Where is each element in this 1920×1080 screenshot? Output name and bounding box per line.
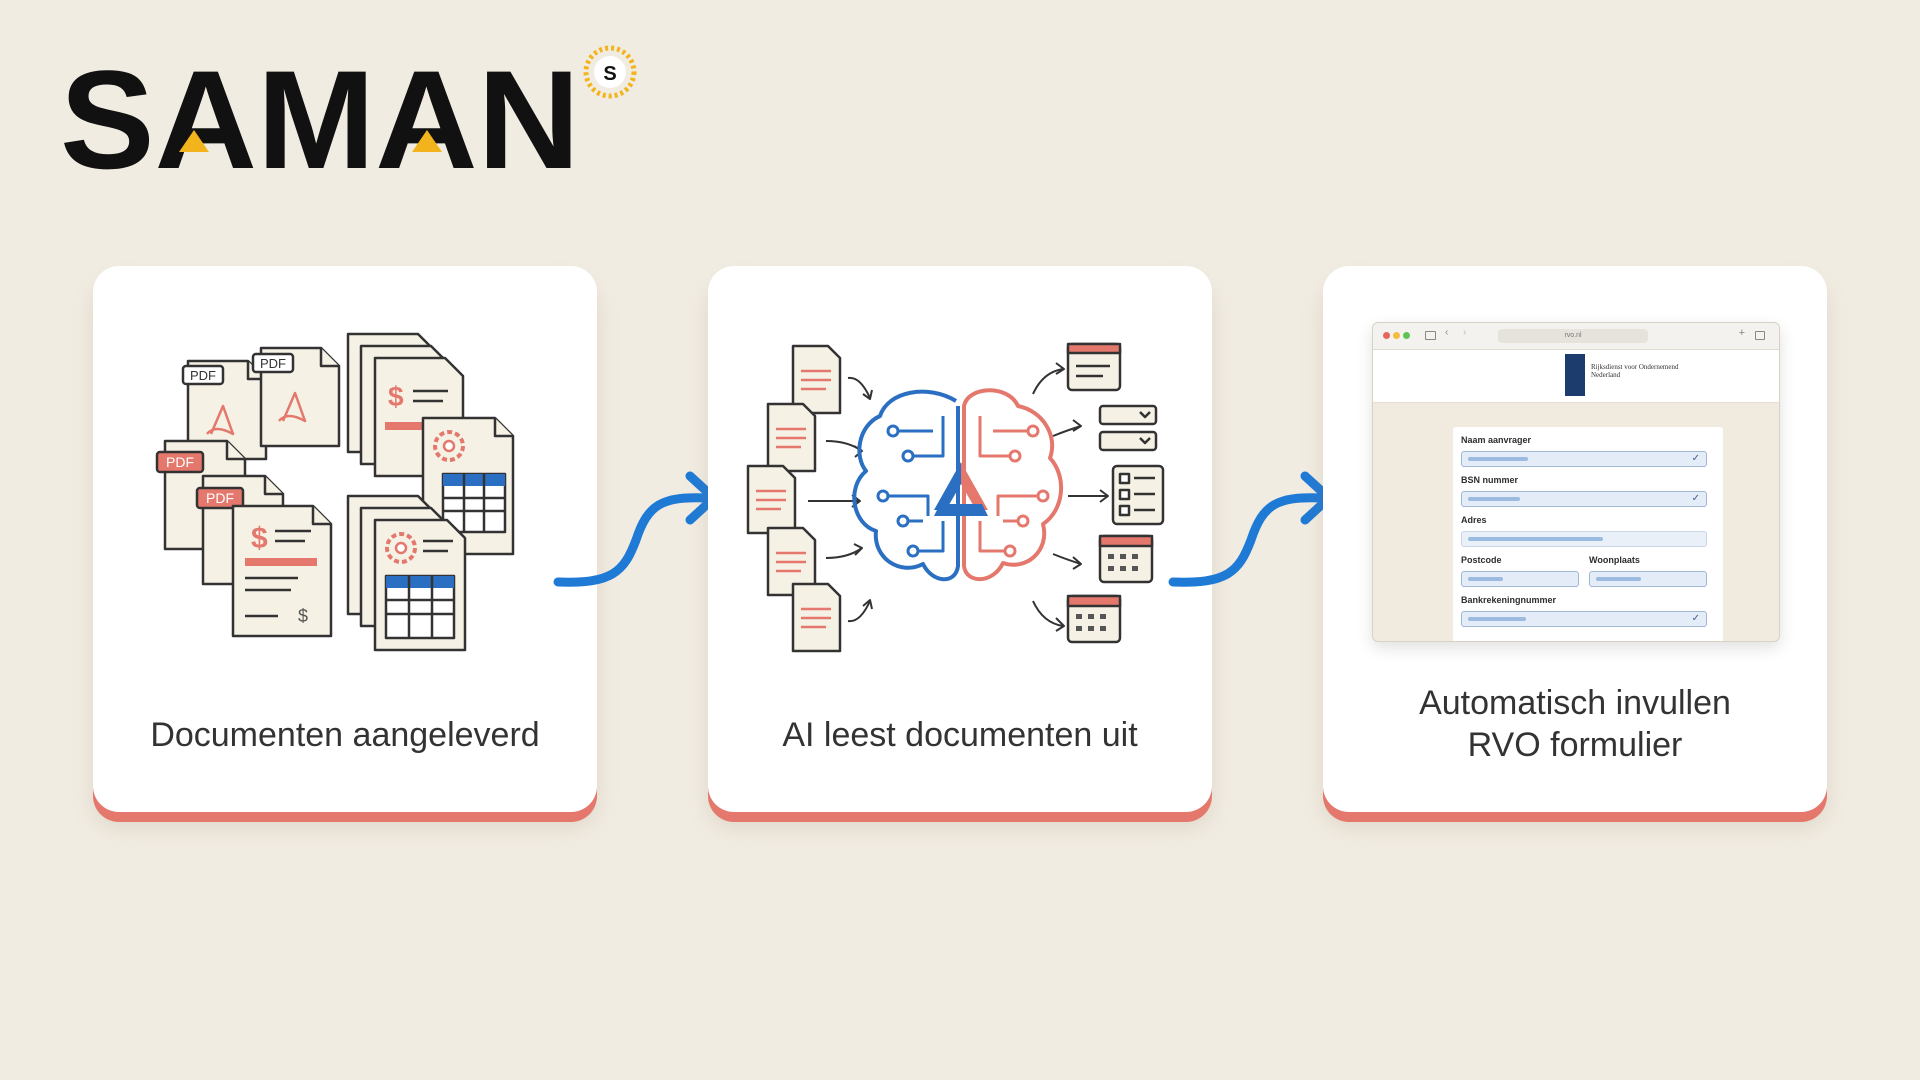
invoice-document-icon: $ $ — [231, 504, 333, 638]
ai-triangle-icon — [934, 462, 988, 516]
step-caption-line: AI leest documenten uit — [782, 716, 1138, 754]
field-label: Postcode — [1461, 555, 1502, 565]
minimize-dot-icon — [1393, 332, 1400, 339]
card-output-icon — [1066, 342, 1122, 392]
currency-symbol: $ — [251, 522, 268, 555]
step-card-ai-reading: AI leest documenten uit — [708, 266, 1212, 812]
step-caption-line: Documenten aangeleverd — [150, 716, 540, 754]
pdf-tag — [155, 450, 205, 474]
step-caption-line: Automatisch invullen — [1419, 684, 1731, 722]
field-label: BSN nummer — [1461, 475, 1519, 485]
field-filled-value — [1468, 497, 1520, 501]
field-filled-value — [1468, 577, 1503, 581]
dropdown-output-icon — [1098, 404, 1158, 452]
field-filled-value — [1468, 457, 1528, 461]
calendar-output-icon — [1066, 594, 1122, 644]
currency-symbol: $ — [388, 381, 404, 412]
step-card-rvo-form: ‹ › rvo.nl + Rijksdienst voor Ondernemen… — [1323, 266, 1827, 812]
field-filled-value — [1596, 577, 1641, 581]
input-document-icon — [791, 582, 842, 653]
pdf-tag — [251, 352, 295, 374]
rvo-crest-icon — [1565, 354, 1585, 396]
rvo-organisation-name: Rijksdienst voor Ondernemend Nederland — [1591, 363, 1691, 379]
check-icon: ✓ — [1691, 493, 1700, 504]
output-arrows — [1032, 362, 1109, 632]
sun-badge-icon: S — [583, 45, 637, 99]
logo-accent-left — [179, 130, 209, 152]
currency-symbol: $ — [298, 606, 308, 626]
close-dot-icon — [1383, 332, 1390, 339]
sidebar-icon — [1425, 331, 1436, 340]
address-bar: rvo.nl — [1498, 329, 1648, 343]
step-caption: Documenten aangeleverd — [93, 714, 597, 756]
checklist-output-icon — [1111, 464, 1165, 526]
rvo-form: Naam aanvrager ✓ BSN nummer ✓ Adres Post… — [1453, 427, 1723, 641]
new-tab-icon: + — [1738, 327, 1745, 339]
brain-icon — [852, 388, 1064, 582]
rvo-header: Rijksdienst voor Ondernemend Nederland — [1373, 350, 1779, 403]
step-caption: AI leest documenten uit — [708, 714, 1212, 756]
field-label: Naam aanvrager — [1461, 435, 1532, 445]
field-label: Adres — [1461, 515, 1487, 525]
postcode-field[interactable] — [1461, 571, 1579, 587]
logo-accent-right — [412, 130, 442, 152]
maximize-dot-icon — [1403, 332, 1410, 339]
bsn-field[interactable]: ✓ — [1461, 491, 1707, 507]
field-label: Woonplaats — [1589, 555, 1640, 565]
documents-illustration: PDF PDF PDF PDF $ — [155, 332, 515, 652]
name-field[interactable]: ✓ — [1461, 451, 1707, 467]
input-document-icon — [766, 402, 817, 473]
flow-arrow-icon — [1168, 471, 1334, 587]
pdf-tag — [181, 364, 225, 386]
spreadsheet-document-icon — [346, 494, 467, 652]
browser-toolbar: ‹ › rvo.nl + — [1373, 323, 1779, 350]
rvo-name-line: Rijksdienst voor Ondernemend — [1591, 363, 1679, 371]
check-icon: ✓ — [1691, 453, 1700, 464]
calendar-output-icon — [1098, 534, 1154, 584]
forward-icon: › — [1463, 327, 1467, 338]
check-icon: ✓ — [1691, 613, 1700, 624]
input-document-icon — [766, 526, 817, 597]
browser-window: ‹ › rvo.nl + Rijksdienst voor Ondernemen… — [1372, 322, 1780, 642]
saman-logo: SAMAN S — [60, 41, 637, 190]
address-field[interactable] — [1461, 531, 1707, 547]
field-label: Bankrekeningnummer — [1461, 595, 1557, 605]
pdf-tag — [195, 486, 245, 510]
field-filled-value — [1468, 617, 1526, 621]
rvo-name-line: Nederland — [1591, 371, 1621, 379]
flow-arrow-icon — [553, 471, 719, 587]
sun-badge-letter: S — [603, 63, 616, 85]
tabs-icon — [1755, 331, 1765, 340]
pdf-tag-text: PDF — [206, 490, 234, 506]
input-document-icon — [791, 344, 842, 415]
step-caption-line: RVO formulier — [1467, 726, 1683, 764]
ai-brain-illustration — [746, 342, 1165, 653]
step-caption: Automatisch invullen RVO formulier — [1323, 682, 1827, 766]
pdf-tag-text: PDF — [260, 356, 286, 371]
bank-account-field[interactable]: ✓ — [1461, 611, 1707, 627]
field-filled-value — [1468, 537, 1603, 541]
saman-logo-text: SAMAN — [60, 41, 580, 190]
step-card-documents: PDF PDF PDF PDF $ — [93, 266, 597, 812]
pdf-tag-text: PDF — [166, 454, 194, 470]
pdf-tag-text: PDF — [190, 368, 216, 383]
back-icon: ‹ — [1445, 327, 1449, 338]
woonplaats-field[interactable] — [1589, 571, 1707, 587]
input-document-icon — [746, 464, 797, 535]
